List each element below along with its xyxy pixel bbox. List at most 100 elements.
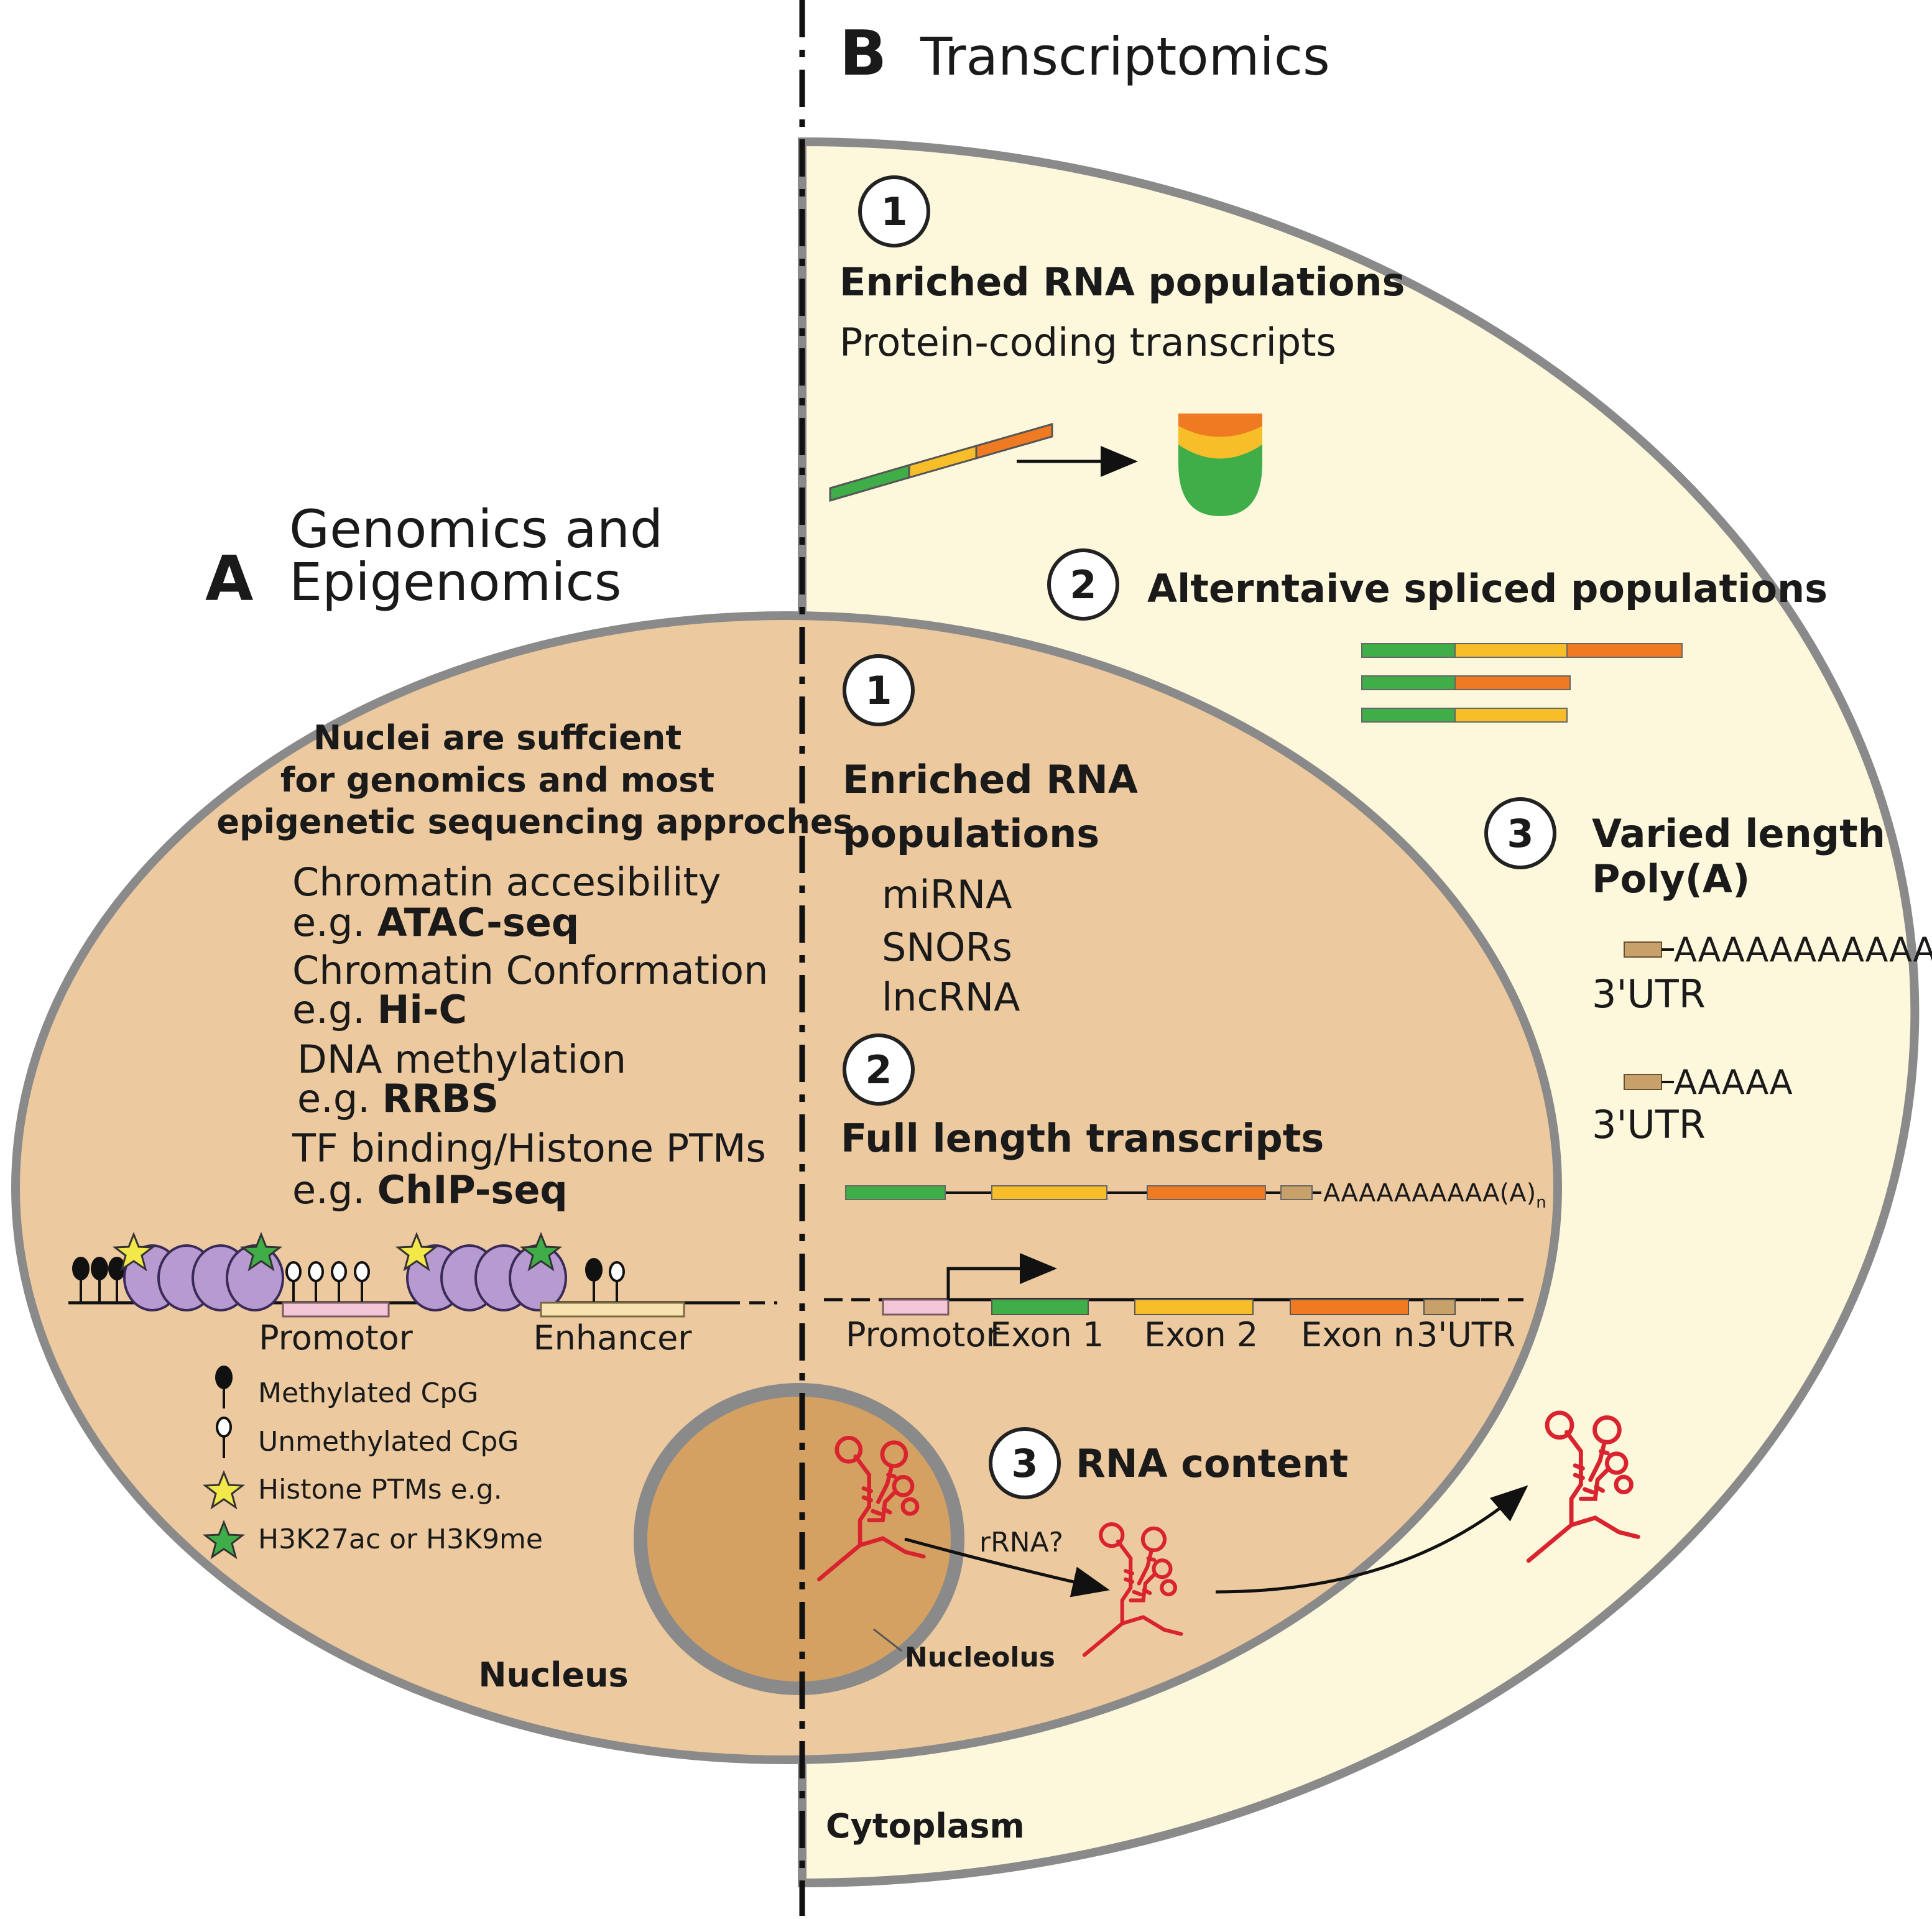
open-lollipop-icon	[216, 1417, 232, 1458]
nucleus	[11, 611, 1562, 1764]
svg-text:e.g. RRBS: e.g. RRBS	[297, 1076, 499, 1121]
svg-text:Full length transcripts: Full length transcripts	[841, 1116, 1324, 1161]
rrna-label: rRNA?	[979, 1527, 1063, 1558]
method-chromatin-conformation: Chromatin Conformation e.g. Hi-C	[292, 948, 768, 1032]
legend-item-unmethylated: Unmethylated CpG	[216, 1417, 519, 1458]
number-badge	[843, 654, 915, 726]
nuclear-item-2: 2 Full length transcripts	[841, 1033, 1324, 1161]
enhancer-box	[540, 1302, 685, 1318]
exon-1-label: Exon 1	[990, 1315, 1104, 1354]
green-star-icon	[239, 1231, 283, 1272]
yellow-star-icon	[112, 1231, 155, 1272]
svg-text:AAAAAAAAAAAA: AAAAAAAAAAAA	[1674, 930, 1932, 969]
exon-2-box	[1134, 1299, 1254, 1315]
number-badge	[1047, 548, 1119, 621]
tss-arrow	[946, 1253, 1057, 1300]
panel-b-letter: B	[839, 17, 887, 90]
gene-structure: Promotor Exon 1 Exon 2 Exon n 3'UTR	[824, 1253, 1523, 1354]
legend-item-histone-ptms: Histone PTMs e.g.	[202, 1469, 502, 1510]
spliced-isoforms	[1361, 643, 1683, 723]
svg-text:H3K27ac or H3K9me: H3K27ac or H3K9me	[258, 1524, 543, 1555]
nuclear-item-3: 3 RNA content	[989, 1427, 1348, 1499]
svg-text:Chromatin Conformation: Chromatin Conformation	[292, 948, 768, 993]
method-dna-methylation: DNA methylation e.g. RRBS	[297, 1037, 626, 1121]
exon-n-label: Exon n	[1301, 1315, 1415, 1354]
cytoplasm-label: Cytoplasm	[826, 1806, 1025, 1846]
svg-text:Histone PTMs e.g.: Histone PTMs e.g.	[258, 1474, 502, 1505]
nuclear-item-1: 1 Enriched RNA populations miRNA SNORs l…	[843, 654, 1138, 1020]
cyto-item-1: 1 Enriched RNA populations Protein-codin…	[839, 175, 1405, 365]
method-tf-binding: TF binding/Histone PTMs e.g. ChIP-seq	[292, 1126, 766, 1213]
dna-strand-a: Promotor Enhancer	[68, 1231, 777, 1357]
green-star-icon	[202, 1519, 246, 1560]
panel-b-title: Transcriptomics	[920, 26, 1330, 87]
promotor-label-b: Promotor	[846, 1315, 1001, 1354]
exon-2-label: Exon 2	[1144, 1315, 1258, 1354]
enhancer-label: Enhancer	[534, 1318, 693, 1357]
panel-a-letter: A	[205, 542, 253, 615]
svg-text:miRNA: miRNA	[882, 872, 1012, 917]
nucleus-label: Nucleus	[478, 1655, 628, 1695]
cyto-item-2: 2 Alterntaive spliced populations	[1047, 548, 1828, 621]
utr-label: 3'UTR	[1417, 1315, 1515, 1354]
svg-text:SNORs: SNORs	[882, 925, 1012, 970]
rrna-arrow-1	[904, 1537, 1110, 1598]
exon-1-box	[991, 1299, 1089, 1315]
polya-short: AAAAA 3'UTR	[1592, 1063, 1793, 1147]
full-length-transcript: AAAAAAAAAA(A)n	[845, 1179, 1546, 1212]
methylated-cpg-icon	[585, 1258, 603, 1303]
number-badge	[989, 1427, 1061, 1499]
unmethylated-cpg-icon	[609, 1261, 625, 1303]
svg-text:3: 3	[1011, 1441, 1038, 1486]
rrna-arrow-2	[1215, 1485, 1528, 1594]
svg-text:Enriched RNA populations: Enriched RNA populations	[839, 259, 1405, 305]
promotor-label-a: Promotor	[259, 1318, 414, 1357]
methylated-cpg-icon	[72, 1257, 126, 1303]
svg-text:1: 1	[865, 668, 892, 713]
legend: Methylated CpG Unmethylated CpG Histone …	[202, 1366, 543, 1560]
svg-text:2: 2	[1070, 562, 1096, 608]
svg-text:Methylated CpG: Methylated CpG	[258, 1377, 478, 1409]
green-star-icon	[519, 1231, 563, 1272]
svg-text:3: 3	[1507, 811, 1533, 856]
panel-a-title-line1: Genomics and	[289, 499, 663, 560]
filled-lollipop-icon	[215, 1366, 233, 1408]
unmethylated-cpg-icon	[285, 1261, 370, 1303]
svg-text:AAAAAAAAAA(A)n: AAAAAAAAAA(A)n	[1323, 1179, 1546, 1212]
svg-text:3'UTR: 3'UTR	[1592, 1102, 1706, 1147]
number-badge	[1484, 797, 1556, 869]
svg-text:Unmethylated CpG: Unmethylated CpG	[258, 1426, 519, 1458]
svg-text:TF binding/Histone PTMs: TF binding/Histone PTMs	[292, 1126, 766, 1171]
intro-line2: for genomics and most	[280, 761, 714, 800]
exon-n-box	[1290, 1299, 1409, 1315]
svg-text:Alterntaive spliced population: Alterntaive spliced populations	[1147, 566, 1828, 611]
utr-box	[1423, 1299, 1456, 1315]
svg-text:3'UTR: 3'UTR	[1592, 971, 1706, 1017]
svg-text:Chromatin accesibility: Chromatin accesibility	[292, 859, 721, 905]
nucleolus-leader	[873, 1628, 902, 1652]
legend-item-h3k27ac: H3K27ac or H3K9me	[202, 1519, 543, 1560]
yellow-star-icon	[395, 1231, 438, 1272]
svg-text:2: 2	[865, 1047, 892, 1093]
svg-text:Enriched RNA: Enriched RNA	[843, 757, 1138, 802]
nucleolus-label: Nucleolus	[905, 1642, 1055, 1673]
polya-long: AAAAAAAAAAAA 3'UTR	[1592, 930, 1932, 1017]
svg-text:e.g. Hi-C: e.g. Hi-C	[292, 987, 467, 1032]
protein-coding-transcript	[829, 414, 1262, 516]
svg-text:e.g. ATAC-seq: e.g. ATAC-seq	[292, 900, 579, 945]
panel-a-title-line2: Epigenomics	[289, 552, 621, 613]
svg-text:populations: populations	[843, 811, 1099, 856]
svg-text:Poly(A): Poly(A)	[1592, 856, 1750, 902]
method-chromatin-accessibility: Chromatin accesibility e.g. ATAC-seq	[292, 859, 721, 945]
svg-text:Protein-coding transcripts: Protein-coding transcripts	[839, 320, 1336, 365]
number-badge	[858, 175, 930, 247]
svg-text:1: 1	[880, 189, 907, 234]
promotor-box-a	[282, 1302, 390, 1318]
number-badge	[843, 1033, 915, 1106]
svg-text:RNA content: RNA content	[1076, 1441, 1348, 1486]
svg-text:lncRNA: lncRNA	[882, 974, 1020, 1020]
intro-line3: epigenetic sequencing approches	[216, 802, 853, 841]
nucleolus	[634, 1383, 964, 1695]
